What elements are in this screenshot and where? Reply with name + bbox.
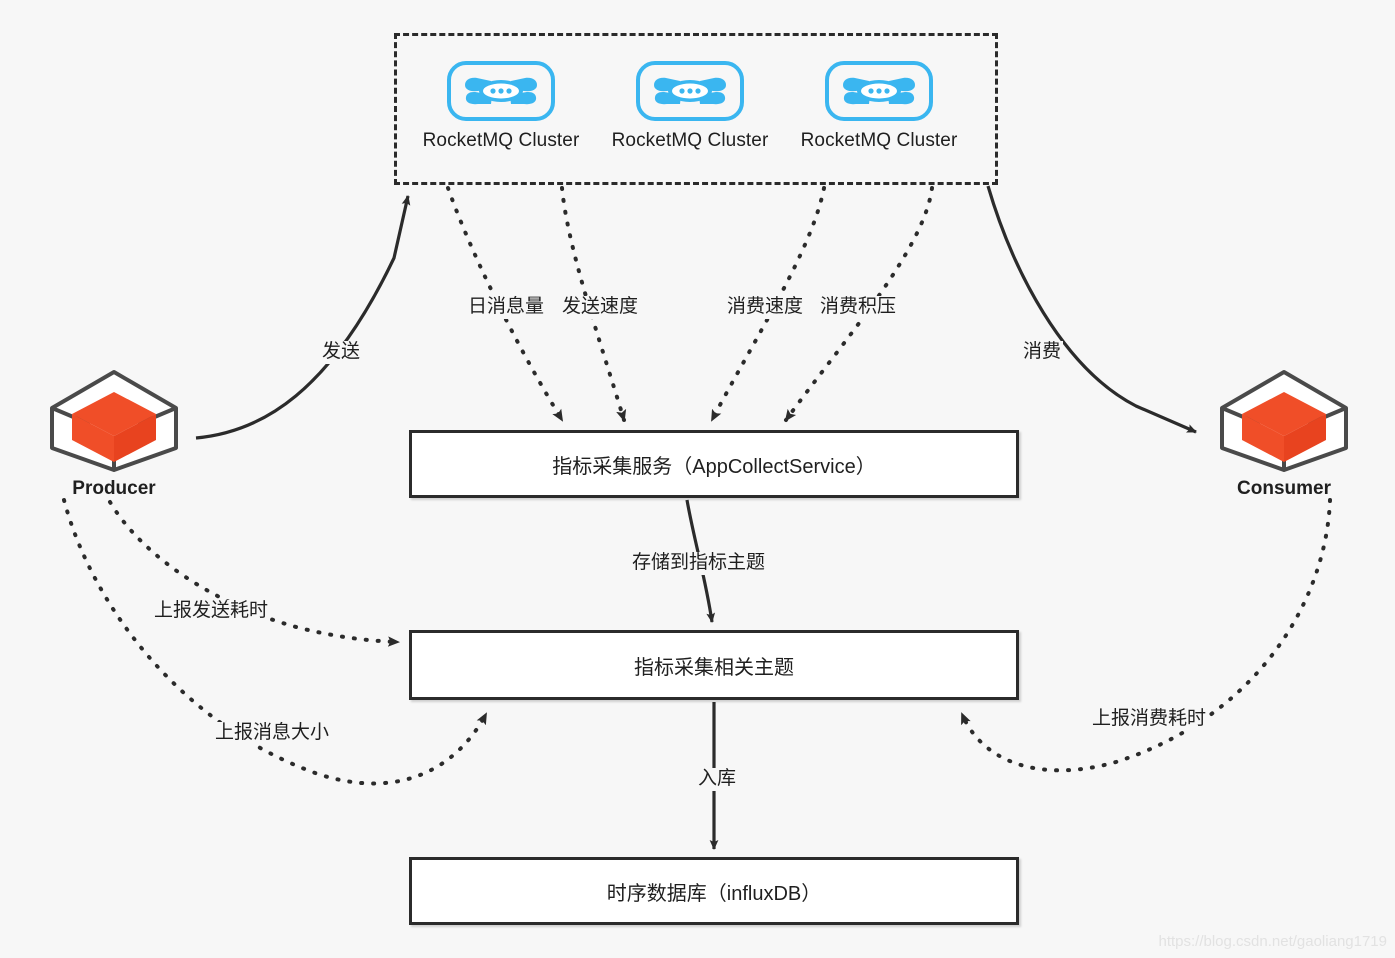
- edge-cluster-to-consumer: [986, 185, 1197, 434]
- cluster-node-1[interactable]: RocketMQ Cluster: [600, 60, 780, 152]
- metric-topic-label: 指标采集相关主题: [634, 656, 794, 679]
- edge-label-consume-backlog: 消费积压: [818, 296, 899, 319]
- app-collect-service-label: 指标采集服务（AppCollectService）: [552, 455, 876, 478]
- edge-label-daily-msg-count: 日消息量: [466, 296, 547, 319]
- cluster-node-label: RocketMQ Cluster: [800, 130, 958, 151]
- rocketmq-icon: [825, 61, 933, 121]
- edge-producer-to-cluster: [195, 195, 411, 440]
- producer-label: Producer: [72, 478, 156, 499]
- watermark: https://blog.csdn.net/gaoliang1719: [1158, 933, 1387, 950]
- edge-label-send-speed: 发送速度: [560, 296, 641, 319]
- metric-topic-box[interactable]: 指标采集相关主题: [409, 630, 1019, 700]
- cube-box-icon: [1220, 370, 1348, 472]
- consumer-label: Consumer: [1237, 478, 1331, 499]
- edge-label-consume: 消费: [1021, 341, 1064, 364]
- cluster-node-0[interactable]: RocketMQ Cluster: [411, 60, 591, 152]
- cluster-node-label: RocketMQ Cluster: [611, 130, 769, 151]
- producer-node[interactable]: Producer: [26, 366, 202, 500]
- cube-box-icon: [50, 370, 178, 472]
- cluster-node-2[interactable]: RocketMQ Cluster: [789, 60, 969, 152]
- rocketmq-icon: [447, 61, 555, 121]
- consumer-node[interactable]: Consumer: [1196, 366, 1372, 500]
- edge-label-report-consume-cost: 上报消费耗时: [1090, 708, 1209, 731]
- edge-label-store-to-metric-topic: 存储到指标主题: [630, 552, 768, 575]
- app-collect-service-box[interactable]: 指标采集服务（AppCollectService）: [409, 430, 1019, 498]
- edge-label-consume-speed: 消费速度: [725, 296, 806, 319]
- rocketmq-cluster-group: RocketMQ Cluster RocketMQ Cluster: [394, 33, 998, 185]
- edge-label-report-msg-size: 上报消息大小: [213, 722, 332, 745]
- rocketmq-icon: [636, 61, 744, 121]
- edge-label-persist: 入库: [696, 768, 739, 791]
- influxdb-box[interactable]: 时序数据库（influxDB）: [409, 857, 1019, 925]
- influxdb-label: 时序数据库（influxDB）: [606, 882, 822, 905]
- edge-label-report-send-cost: 上报发送耗时: [152, 600, 271, 623]
- cluster-node-label: RocketMQ Cluster: [422, 130, 580, 151]
- edge-label-send: 发送: [320, 341, 363, 364]
